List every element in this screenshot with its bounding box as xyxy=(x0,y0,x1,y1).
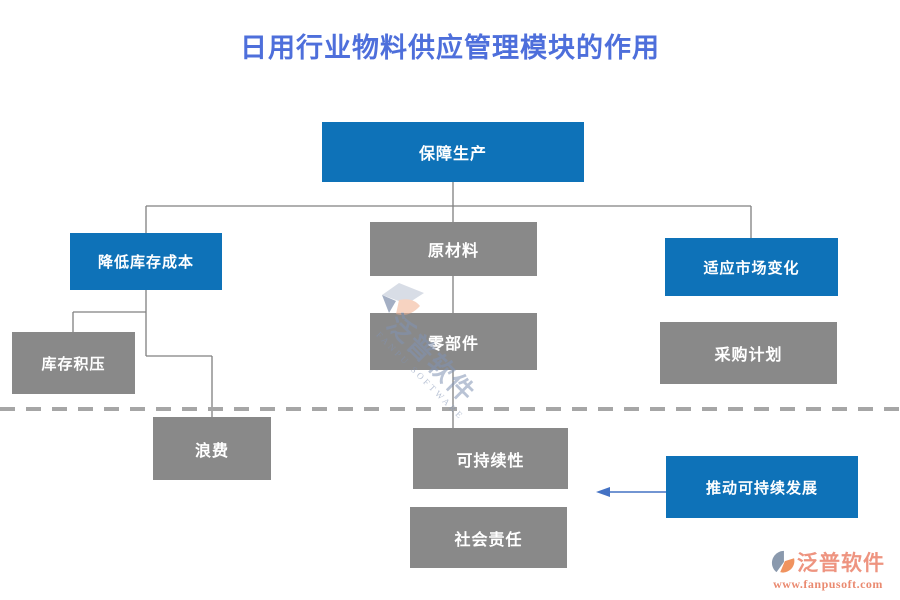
page-title: 日用行业物料供应管理模块的作用 xyxy=(240,33,660,63)
fanpu-logo-icon xyxy=(771,550,795,573)
node-raw-materials: 原材料 xyxy=(370,222,537,276)
brand-name: 泛普软件 xyxy=(797,551,885,575)
node-inventory-backlog: 库存积压 xyxy=(12,332,135,394)
node-adapt-market-changes: 适应市场变化 xyxy=(665,238,838,296)
node-promote-sustainable-development: 推动可持续发展 xyxy=(666,456,858,518)
node-sustainability: 可持续性 xyxy=(413,428,568,489)
brand-url: www.fanpusoft.com xyxy=(773,577,883,591)
node-reduce-inventory-cost: 降低库存成本 xyxy=(70,233,222,290)
node-waste: 浪费 xyxy=(153,417,271,480)
node-parts-components: 零部件 xyxy=(370,313,537,370)
node-social-responsibility: 社会责任 xyxy=(410,507,567,568)
brand-footer: 泛普软件 www.fanpusoft.com xyxy=(763,547,893,592)
arrow-left-icon xyxy=(596,487,666,497)
node-ensure-production: 保障生产 xyxy=(322,122,584,182)
node-procurement-plan: 采购计划 xyxy=(660,322,837,384)
